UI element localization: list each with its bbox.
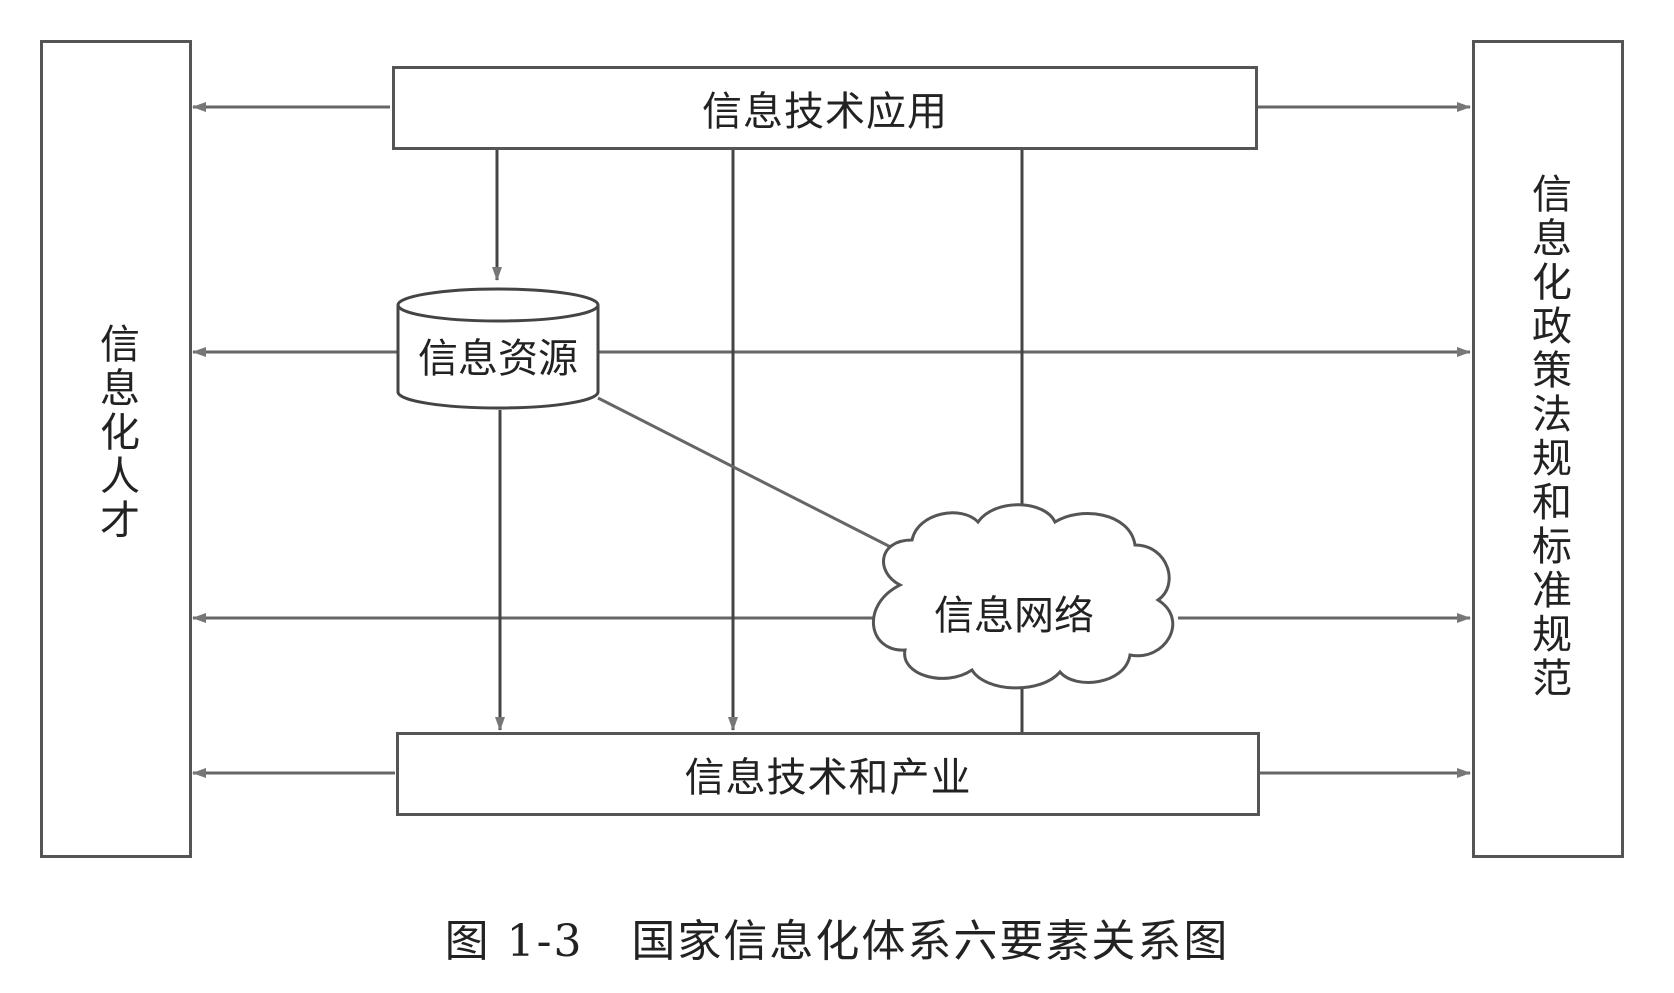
arrow-resources-to-network [597, 396, 921, 564]
network-cloud [872, 503, 1175, 690]
tech-application-box: 信息技术应用 [392, 66, 1258, 150]
policy-label: 信息化政策法规和标准规范 [1525, 173, 1571, 701]
talent-label: 信息化人才 [93, 323, 139, 543]
tech-industry-box: 信息技术和产业 [396, 732, 1260, 816]
resources-cylinder [396, 287, 600, 410]
tech-industry-label: 信息技术和产业 [684, 755, 972, 801]
tech-application-label: 信息技术应用 [702, 89, 948, 135]
info-network-label: 信息网络 [934, 593, 1094, 639]
info-resources-label: 信息资源 [418, 336, 578, 382]
policy-box: 信息化政策法规和标准规范 [1472, 40, 1624, 858]
talent-box: 信息化人才 [40, 40, 192, 858]
figure-caption: 图 1-3 国家信息化体系六要素关系图 [444, 916, 1230, 967]
